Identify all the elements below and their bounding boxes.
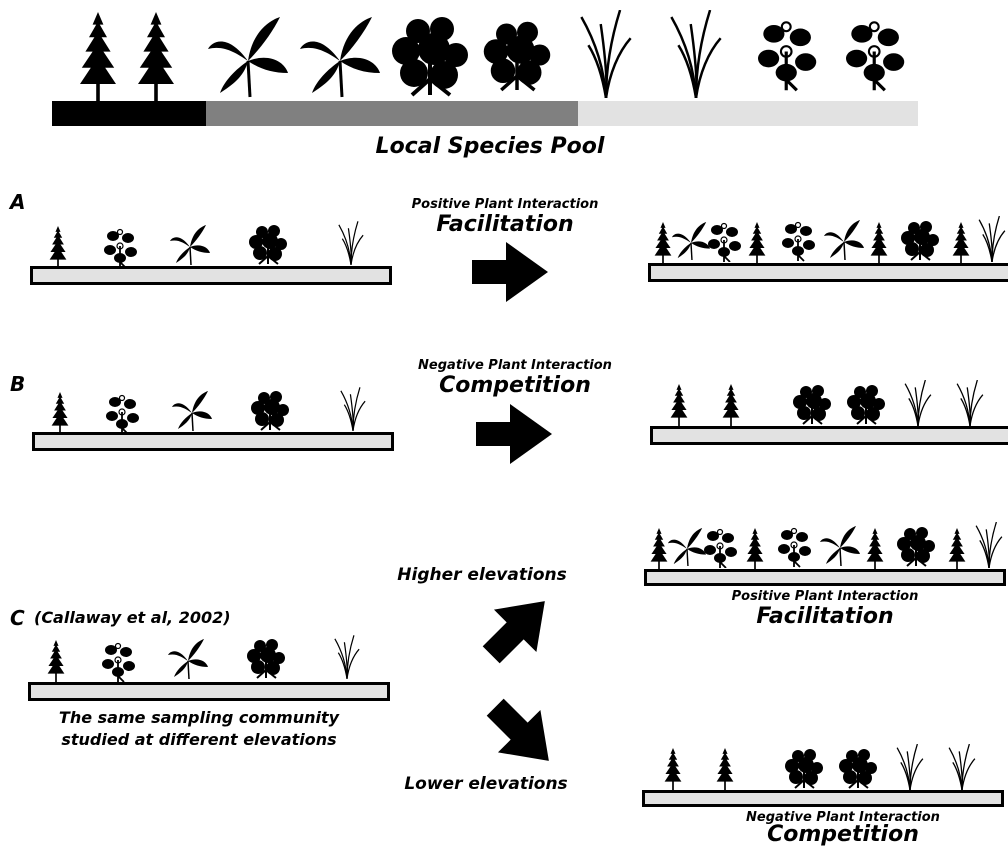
caption-line-1: The same sampling community	[58, 708, 340, 727]
conifer-icon	[46, 640, 66, 682]
interaction-type-label: Negative Plant Interaction	[746, 810, 940, 825]
broadleaf-plant-icon	[668, 526, 706, 568]
grass-icon	[904, 380, 932, 426]
ground-strip	[642, 790, 1004, 807]
broadleaf-plant-icon	[168, 638, 208, 680]
conifer-icon	[78, 12, 118, 102]
lower-elevations-label: Lower elevations	[404, 774, 568, 794]
grass-icon	[974, 522, 1004, 568]
citation-label: (Callaway et al, 2002)	[34, 608, 231, 627]
flowering-herb-icon	[104, 228, 138, 268]
broadleaf-plant-icon	[172, 390, 212, 432]
bushy-shrub-icon	[792, 382, 832, 426]
conifer-icon	[722, 384, 740, 426]
grass-icon	[948, 744, 976, 790]
flowering-herb-icon	[102, 642, 136, 682]
flowering-herb-icon	[106, 394, 140, 434]
conifer-icon	[866, 528, 884, 570]
ground-strip	[30, 266, 392, 285]
ground-strip	[650, 426, 1008, 445]
right-arrow-icon	[476, 404, 552, 464]
broadleaf-plant-icon	[170, 224, 210, 266]
pool-title: Local Species Pool	[375, 134, 605, 159]
conifer-icon	[650, 528, 668, 570]
grass-icon	[576, 10, 636, 98]
bushy-shrub-icon	[248, 222, 288, 266]
ground-strip	[644, 569, 1006, 586]
caption-line-2: studied at different elevations	[61, 730, 337, 749]
down-right-arrow-icon	[474, 686, 570, 782]
flowering-herb-icon	[708, 222, 742, 262]
bushy-shrub-icon	[482, 10, 552, 100]
flowering-herb-icon	[758, 10, 818, 100]
right-arrow-icon	[472, 242, 548, 302]
interaction-name-label: Competition	[439, 373, 591, 398]
conifer-icon	[664, 748, 682, 790]
ground-strip	[648, 263, 1008, 282]
grass-icon	[978, 216, 1006, 262]
pool-bar-black	[52, 101, 206, 126]
interaction-name-label: Facilitation	[436, 212, 574, 237]
pool-bar-gray	[206, 101, 578, 126]
broadleaf-plant-icon	[824, 218, 864, 262]
flowering-herb-icon	[846, 10, 906, 100]
bushy-shrub-icon	[900, 218, 940, 262]
conifer-icon	[746, 528, 764, 570]
flowering-herb-icon	[782, 220, 816, 262]
grass-icon	[334, 634, 360, 680]
ground-strip	[32, 432, 394, 451]
grass-icon	[340, 386, 366, 432]
conifer-icon	[48, 226, 68, 268]
conifer-icon	[716, 748, 734, 790]
conifer-icon	[654, 222, 672, 264]
panel-b-label: B	[10, 372, 26, 396]
broadleaf-plant-icon	[300, 14, 380, 100]
broadleaf-plant-icon	[208, 14, 288, 100]
grass-icon	[666, 10, 726, 98]
broadleaf-plant-icon	[820, 524, 860, 568]
bushy-shrub-icon	[390, 10, 470, 100]
pool-bar-light	[578, 101, 918, 126]
interaction-type-label: Negative Plant Interaction	[418, 358, 612, 373]
conifer-icon	[136, 12, 176, 102]
conifer-icon	[50, 392, 70, 434]
broadleaf-plant-icon	[672, 220, 710, 262]
conifer-icon	[670, 384, 688, 426]
bushy-shrub-icon	[250, 388, 290, 432]
conifer-icon	[748, 222, 766, 264]
panel-a-label: A	[10, 190, 26, 214]
bushy-shrub-icon	[896, 524, 936, 568]
flowering-herb-icon	[778, 526, 812, 568]
grass-icon	[338, 220, 364, 266]
bushy-shrub-icon	[846, 382, 886, 426]
interaction-type-label: Positive Plant Interaction	[411, 197, 599, 212]
up-right-arrow-icon	[470, 580, 566, 676]
conifer-icon	[948, 528, 966, 570]
panel-c-label: C	[10, 606, 25, 630]
conifer-icon	[870, 222, 888, 264]
bushy-shrub-icon	[838, 746, 878, 790]
interaction-name-label: Facilitation	[756, 604, 894, 629]
bushy-shrub-icon	[246, 636, 286, 680]
interaction-name-label: Competition	[767, 822, 919, 847]
higher-elevations-label: Higher elevations	[397, 565, 567, 585]
flowering-herb-icon	[704, 528, 738, 568]
bushy-shrub-icon	[784, 746, 824, 790]
grass-icon	[956, 380, 984, 426]
ground-strip	[28, 682, 390, 701]
grass-icon	[896, 744, 924, 790]
interaction-type-label: Positive Plant Interaction	[731, 589, 919, 604]
conifer-icon	[952, 222, 970, 264]
